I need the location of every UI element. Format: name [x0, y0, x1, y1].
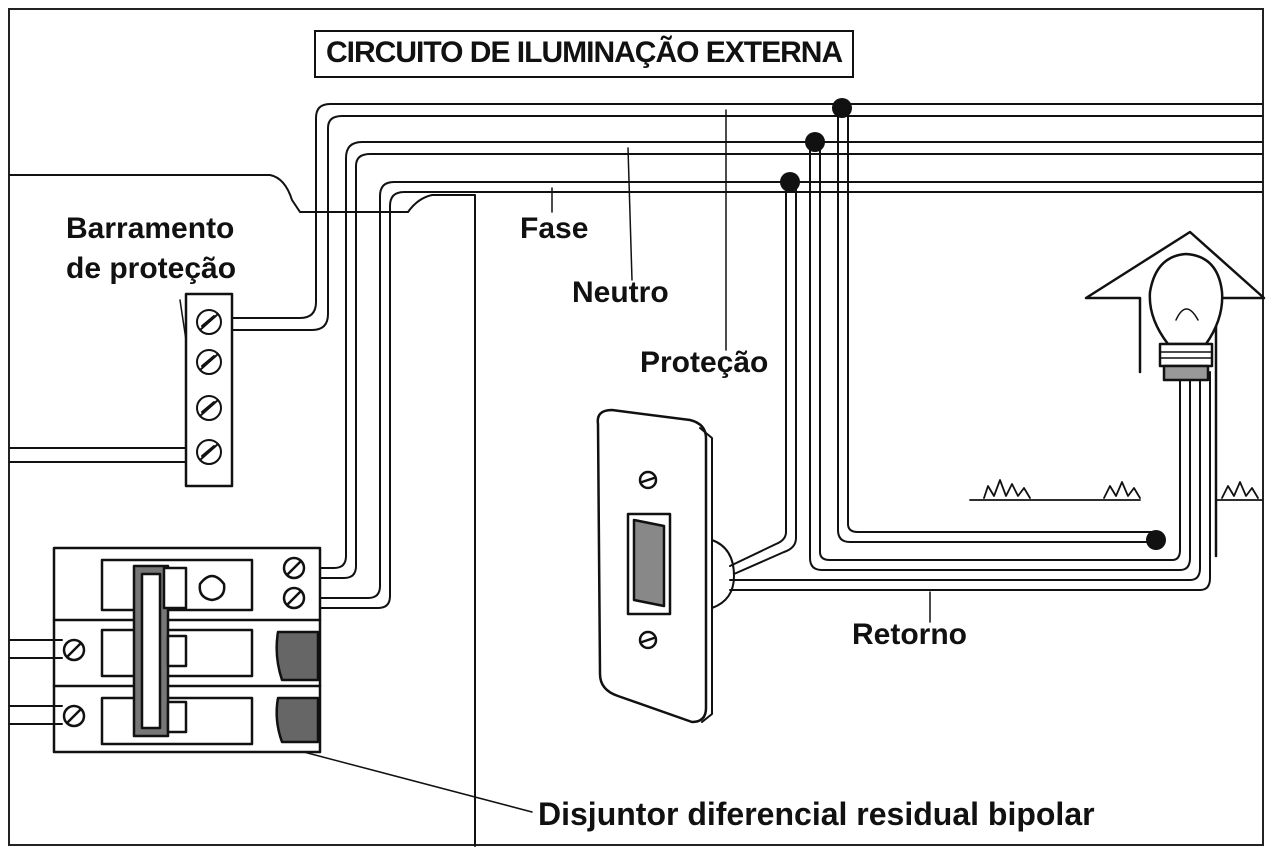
terminal-bar-icon	[184, 292, 234, 488]
wall-outline	[9, 174, 476, 847]
label-disjuntor: Disjuntor diferencial residual bipolar	[538, 796, 1095, 832]
label-fase: Fase	[520, 212, 589, 245]
branch-wires	[729, 103, 1211, 591]
breaker-icon	[9, 546, 322, 754]
grass-icon	[969, 479, 1263, 501]
label-barramento-line1: Barramento	[66, 212, 235, 245]
label-barramento-line2: de proteção	[66, 252, 237, 285]
diagram-frame	[8, 8, 1264, 846]
label-retorno: Retorno	[852, 618, 967, 651]
junction-dots	[780, 98, 1166, 550]
neutral-wire	[305, 141, 1263, 579]
phase-wire	[305, 181, 1263, 609]
diagram-title: CIRCUITO DE ILUMINAÇÃO EXTERNA	[314, 30, 855, 78]
label-neutro: Neutro	[572, 276, 669, 309]
protection-wire	[231, 103, 1263, 331]
switch-icon	[596, 408, 735, 724]
lamp-icon	[1148, 252, 1224, 382]
label-protecao: Proteção	[640, 346, 769, 379]
